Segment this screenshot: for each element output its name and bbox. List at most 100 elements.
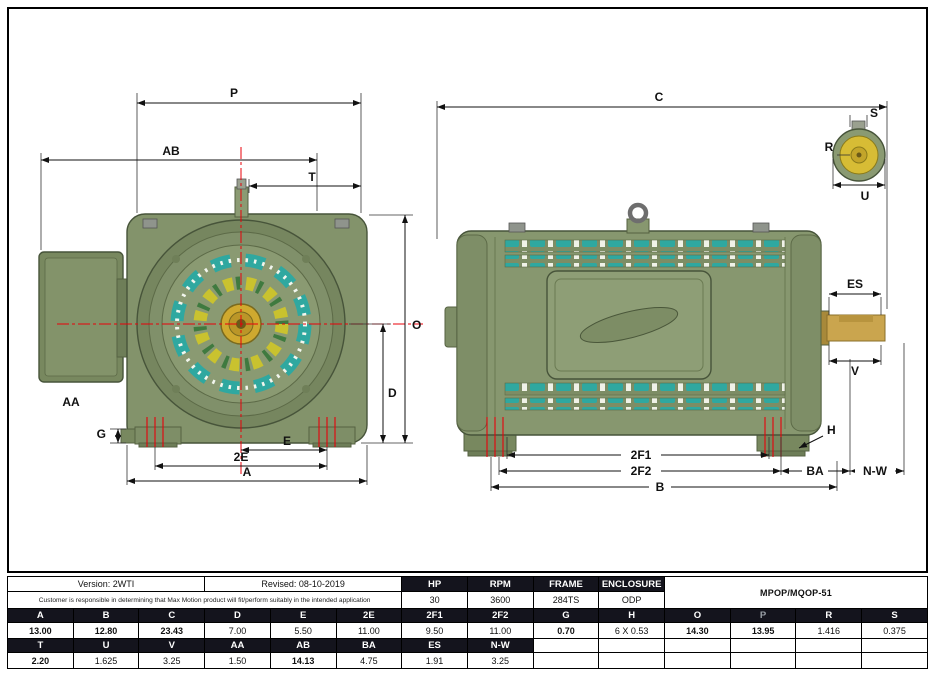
dim-header-cell: R xyxy=(795,608,863,623)
motor-side-view xyxy=(444,202,886,457)
dim-value-cell: 3.25 xyxy=(466,652,534,669)
dim-header-cell: 2F1 xyxy=(401,608,468,623)
empty-cell xyxy=(729,638,797,653)
empty-cell xyxy=(795,652,863,669)
brand-logo xyxy=(579,307,679,343)
dim-value-cell: 13.00 xyxy=(7,622,74,639)
drawing-area: P AB T O D E 2E A G AA xyxy=(7,7,928,573)
dim-value-cell: 14.13 xyxy=(269,652,337,669)
dim-header-cell: 2F2 xyxy=(466,608,534,623)
dim-value-cell: 4.75 xyxy=(335,652,403,669)
spec-header-frame: FRAME xyxy=(532,576,600,592)
revised-cell: Revised: 08-10-2019 xyxy=(204,576,403,592)
dim-value-cell: 1.91 xyxy=(401,652,468,669)
front-dimensions: P AB T O D E 2E A G AA xyxy=(40,86,421,485)
dim-label-2e: 2E xyxy=(234,450,249,464)
dim-value-cell: 2.20 xyxy=(7,652,74,669)
empty-cell xyxy=(532,638,600,653)
dim-value-cell: 3.25 xyxy=(138,652,206,669)
dim-header-cell: P xyxy=(729,608,797,623)
dim-value-cell: 7.00 xyxy=(204,622,271,639)
spec-value-rpm: 3600 xyxy=(466,591,534,609)
dim-label-t: T xyxy=(308,170,316,184)
dim-label-u: U xyxy=(861,189,870,203)
dim-label-ba: BA xyxy=(806,464,824,478)
empty-cell xyxy=(729,652,797,669)
dim-label-g: G xyxy=(97,427,106,441)
motor-front-view xyxy=(38,147,423,477)
empty-cell xyxy=(795,638,863,653)
dim-header-cell: C xyxy=(138,608,206,623)
dim-value-cell: 13.95 xyxy=(729,622,797,639)
spec-header-hp: HP xyxy=(401,576,468,592)
dim-value-cell: 1.50 xyxy=(204,652,271,669)
spec-value-hp: 30 xyxy=(401,591,468,609)
dim-header-cell: V xyxy=(138,638,206,653)
version-cell: Version: 2WTI xyxy=(6,576,206,592)
dim-value-cell: 11.00 xyxy=(466,622,534,639)
dim-value-cell: 0.70 xyxy=(532,622,600,639)
lifting-eye xyxy=(627,202,649,224)
empty-cell xyxy=(532,652,600,669)
dim-label-aa: AA xyxy=(62,395,80,409)
dim-label-2f1: 2F1 xyxy=(631,448,652,462)
dim-header-cell: S xyxy=(861,608,928,623)
dim-label-o: O xyxy=(412,318,421,332)
empty-cell xyxy=(664,638,731,653)
empty-cell xyxy=(861,652,928,669)
dim-header-cell: BA xyxy=(335,638,403,653)
dim-label-v: V xyxy=(851,364,859,378)
drawing-svg: P AB T O D E 2E A G AA xyxy=(38,86,905,494)
empty-cell xyxy=(598,652,666,669)
dim-label-e: E xyxy=(283,434,291,448)
dimension-table: Version: 2WTI Revised: 08-10-2019 HP RPM… xyxy=(6,576,928,669)
front-foot-left xyxy=(134,426,182,445)
dim-label-c: C xyxy=(655,90,664,104)
dim-label-a: A xyxy=(243,465,252,479)
front-foot-right xyxy=(308,426,356,445)
dim-value-cell: 12.80 xyxy=(72,622,140,639)
dim-label-2f2: 2F2 xyxy=(631,464,652,478)
dim-header-cell: E xyxy=(269,608,337,623)
dim-header-cell: O xyxy=(664,608,731,623)
dim-label-d: D xyxy=(388,386,397,400)
dim-header-cell: T xyxy=(7,638,74,653)
dim-value-cell: 1.416 xyxy=(795,622,863,639)
spec-header-enclosure: ENCLOSURE xyxy=(598,576,666,592)
dim-header-cell: U xyxy=(72,638,140,653)
empty-cell xyxy=(861,638,928,653)
dim-label-b: B xyxy=(656,480,665,494)
dim-header-cell: 2E xyxy=(335,608,403,623)
dim-label-r: R xyxy=(825,140,834,154)
empty-cell xyxy=(598,638,666,653)
dim-value-cell: 6 X 0.53 xyxy=(598,622,666,639)
dim-label-nw: N-W xyxy=(863,464,888,478)
dim-header-cell: H xyxy=(598,608,666,623)
dim-header-cell: A xyxy=(7,608,74,623)
side-dimensions: C ES V H 2F1 2F2 BA N-W B xyxy=(436,90,905,494)
foot-hole-marks xyxy=(146,417,336,447)
dim-value-cell: 14.30 xyxy=(664,622,731,639)
dim-value-cell: 1.625 xyxy=(72,652,140,669)
dim-value-cell: 11.00 xyxy=(335,622,403,639)
dim-label-p: P xyxy=(230,86,238,100)
dim-value-cell: 5.50 xyxy=(269,622,337,639)
dim-header-cell: B xyxy=(72,608,140,623)
dim-value-cell: 9.50 xyxy=(401,622,468,639)
dim-value-cell: 0.375 xyxy=(861,622,928,639)
dim-header-cell: AB xyxy=(269,638,337,653)
dim-header-cell: ES xyxy=(401,638,468,653)
dim-header-cell: AA xyxy=(204,638,271,653)
shaft-detail-view: S R U xyxy=(825,106,886,203)
dim-value-cell: 23.43 xyxy=(138,622,206,639)
dim-label-ab: AB xyxy=(162,144,180,158)
dim-header-cell: G xyxy=(532,608,600,623)
spec-value-frame: 284TS xyxy=(532,591,600,609)
model-number: MPOP/MQOP-51 xyxy=(664,576,928,609)
disclaimer-text: Customer is responsible in determining t… xyxy=(6,591,403,609)
dim-label-s: S xyxy=(870,106,878,120)
spec-header-rpm: RPM xyxy=(466,576,534,592)
dim-header-cell: D xyxy=(204,608,271,623)
dim-header-cell: N-W xyxy=(466,638,534,653)
